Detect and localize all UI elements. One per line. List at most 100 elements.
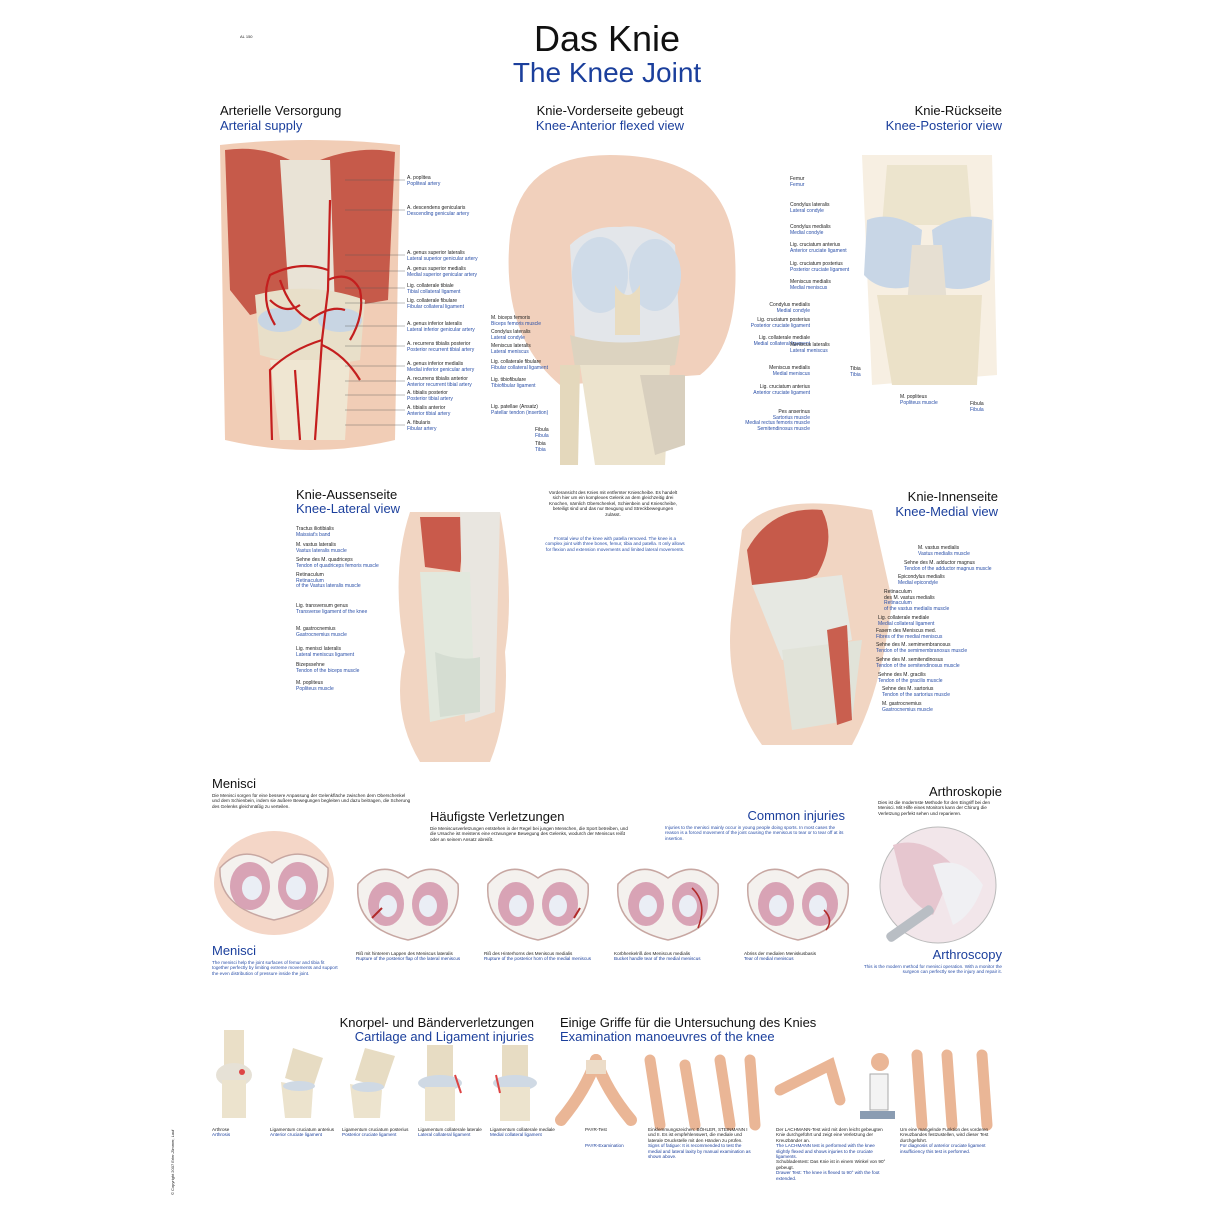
exam-caption-3: Der LACHMANN-Test wird mit dem leicht ge… [776,1127,886,1181]
ligament-illustration-1 [281,1048,323,1118]
anterior-label: Lig. patellae (Ansatz)Patellar tendon (i… [491,404,549,416]
page-title-en: The Knee Joint [512,57,702,88]
exam-title-de: Einige Griffe für die Untersuchung des K… [560,1015,817,1030]
cartilage-title-de: Knorpel- und Bänderverletzungen [339,1015,534,1030]
injuries-text-en: Injuries to the menisci mainly occur in … [665,825,844,841]
ligament-illustration-4 [493,1045,537,1121]
arthroscopy-title-de: Arthroskopie [929,784,1002,799]
menisci-title-de: Menisci [212,776,257,791]
posterior-illustration [862,155,997,385]
menisci-title-en: Menisci [212,943,257,958]
center-description-de: Vorderansicht des Knies mit entfernter K… [548,490,678,517]
exam-illustration-boehler [644,1054,761,1131]
ligament-illustration-2 [350,1048,395,1118]
menisci-text-de: Die Menisci sorgen für eine bessere Anpa… [212,793,411,809]
meniscus-diagram-injury-1 [357,868,459,941]
lateral-title-en: Knee-Lateral view [296,501,401,516]
arthrosis-illustration [216,1030,252,1118]
medial-title-en: Knee-Medial view [895,504,998,519]
menisci-text-en: The menisci help the joint surfaces of f… [212,960,338,976]
medial-label: Fasern des Meniscus med.Fibres of the me… [876,628,943,640]
anterior-title-de: Knie-Vorderseite gebeugt [536,103,684,118]
lateral-title-de: Knie-Aussenseite [296,487,398,502]
exam-title-en: Examination manoeuvres of the knee [560,1029,775,1044]
exam-illustration-payr [555,1054,637,1126]
exam-caption-4: Um eine mangelnde Funktion des vorderen … [900,1127,989,1154]
exam-caption-2: Einklemmungszeichen: BÖHLER, STEINMANN I… [648,1127,751,1160]
meniscus-diagram-injury-2 [487,868,589,941]
copyright: © Copyright 2007 Erler-Zimmer, Lauf [170,1129,175,1195]
arterial-leader-lines [345,179,405,426]
lateral-illustration [398,512,509,762]
meniscus-diagram-injury-3 [617,868,719,941]
center-description-en: Frontal view of the knee with patella re… [545,536,685,552]
arterial-title-de: Arterielle Versorgung [220,103,342,118]
exam-illustration-lachmann [774,1053,895,1119]
anterior-illustration [508,155,736,465]
medial-title-de: Knie-Innenseite [907,489,998,504]
posterior-title-de: Knie-Rückseite [914,103,1002,118]
injury-caption-1: Riß mit hinterem Lappen des Meniscus lat… [356,951,461,962]
arterial-illustration [220,140,400,450]
page-title-de: Das Knie [533,18,681,59]
arthroscopy-text-en: This is the modern method for menisci op… [863,964,1002,975]
anterior-title-en: Knee-Anterior flexed view [535,118,685,133]
arterial-title-en: Arterial supply [220,118,303,133]
arthroscopy-title-en: Arthroscopy [932,947,1002,962]
